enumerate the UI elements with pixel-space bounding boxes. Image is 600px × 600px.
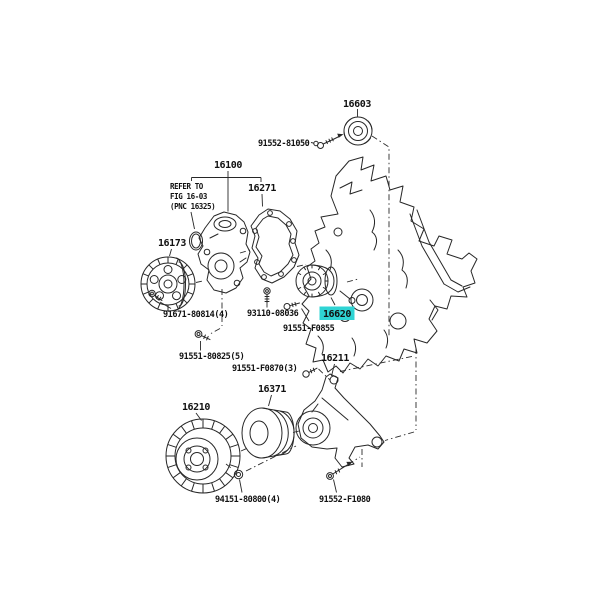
part-label-16271[interactable]: 16271 [248, 183, 277, 194]
bolt-arrowhead [337, 133, 344, 138]
idler-pulley-16603-drawing [343, 116, 373, 146]
bolt-label-91552-81050[interactable]: 91552-81050 [258, 139, 310, 149]
bolt-label-91551-80825[interactable]: 91551-80825(5) [179, 352, 245, 362]
bolt-91551-F0870-drawing [302, 367, 318, 378]
o-ring-drawing [189, 231, 203, 251]
gasket-16271-drawing [250, 208, 300, 284]
bolt-label-93110-08036[interactable]: 93110-08036 [247, 309, 299, 319]
fan-clutch-16210-drawing [165, 418, 241, 494]
water-pump-drawing [197, 211, 251, 294]
engine-cover-drawing [301, 156, 478, 374]
bolt-91551-80825-drawing [194, 330, 211, 341]
bolt-91552-81050-drawing [313, 133, 344, 149]
bolt-91551-F0855-drawing [283, 301, 300, 310]
part-label-16620-group[interactable]: 16620 [319, 306, 355, 321]
part-label-16173[interactable]: 16173 [158, 238, 187, 249]
tensioner-16620-drawing [295, 264, 356, 304]
part-label-16371[interactable]: 16371 [258, 384, 287, 395]
part-label-16210[interactable]: 16210 [182, 402, 211, 413]
refer-note: REFER TO FIG 16-03 (PNC 16325) [170, 182, 216, 211]
bolt-label-91552-F1080[interactable]: 91552-F1080 [319, 495, 371, 505]
part-label-16211[interactable]: 16211 [321, 353, 350, 364]
bolt-label-91671-80814[interactable]: 91671-80814(4) [163, 310, 229, 320]
selected-part-highlight [319, 306, 355, 320]
bolt-91671-80814-drawing [148, 289, 163, 302]
refer-note-line2: FIG 16-03 [170, 192, 208, 201]
refer-note-line3: (PNC 16325) [170, 202, 215, 211]
assembly-axis-lines [195, 135, 417, 472]
pulley-16371-drawing [241, 407, 295, 459]
nut-94151-80800-drawing [233, 469, 244, 480]
refer-note-line1: REFER TO [170, 182, 204, 191]
fan-bracket-16211-drawing [295, 373, 385, 468]
part-label-16620[interactable]: 16620 [323, 309, 352, 320]
part-label-16603[interactable]: 16603 [343, 99, 372, 110]
bolt-93110-08036-drawing [263, 287, 271, 304]
bolt-label-91551-F0870[interactable]: 91551-F0870(3) [232, 364, 298, 374]
pulley-16173-drawing [140, 256, 196, 312]
leader-lines [159, 109, 358, 493]
bolt-label-91551-F0855[interactable]: 91551-F0855 [283, 324, 335, 334]
part-label-16100[interactable]: 16100 [214, 160, 243, 171]
nut-label-94151-80800[interactable]: 94151-80800(4) [215, 495, 281, 505]
